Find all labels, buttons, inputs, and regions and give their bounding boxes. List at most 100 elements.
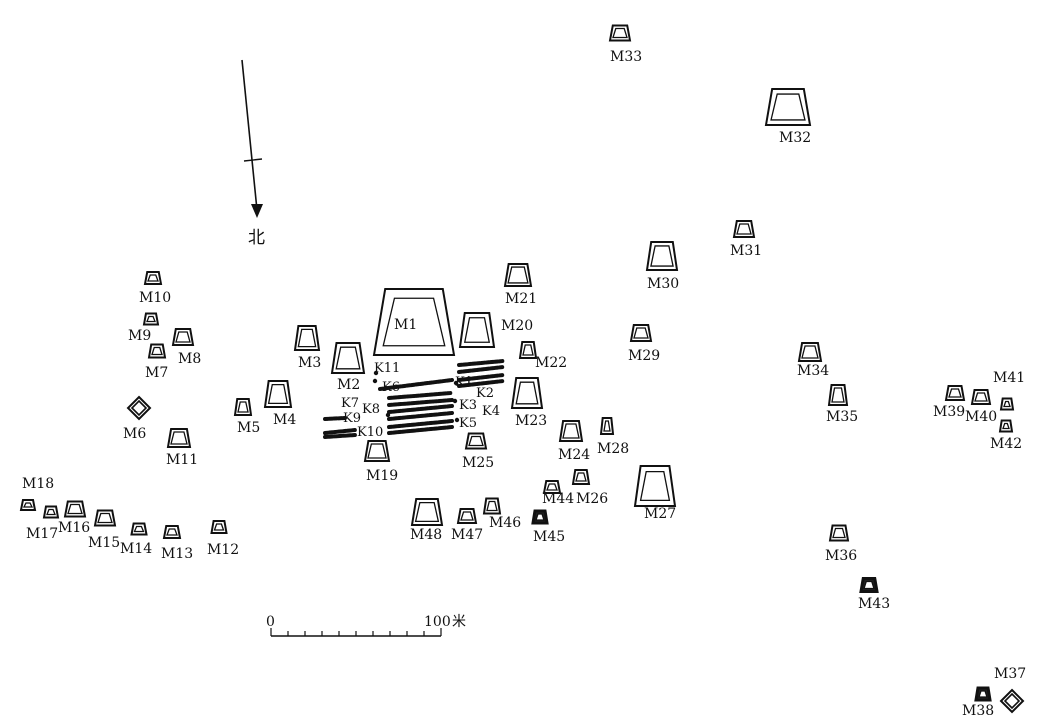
tomb-label-m19: M19 [366, 468, 398, 484]
tomb-label-m10: M10 [139, 290, 171, 306]
tomb-label-m6: M6 [123, 426, 146, 442]
tomb-m19 [363, 440, 391, 462]
tomb-m18 [19, 499, 37, 511]
tomb-m37 [999, 688, 1025, 714]
tomb-m22 [518, 341, 538, 359]
pit-label-k5: K5 [459, 416, 477, 431]
tomb-label-m5: M5 [237, 420, 260, 436]
tomb-m38 [974, 686, 992, 702]
tomb-label-m15: M15 [88, 535, 120, 551]
tomb-m29 [629, 324, 653, 342]
pit-line-k2 [457, 373, 505, 382]
tomb-m17 [42, 505, 60, 519]
tomb-m2 [330, 342, 366, 374]
pit-dot [452, 398, 458, 404]
tomb-m30 [645, 241, 679, 271]
pit-label-k2: K2 [476, 386, 494, 401]
tomb-m27 [633, 465, 677, 507]
tomb-label-m35: M35 [826, 409, 858, 425]
tomb-label-m7: M7 [145, 365, 168, 381]
pit-line-k8e [387, 419, 454, 429]
tomb-m48 [410, 498, 444, 526]
tomb-m13 [162, 525, 182, 539]
tomb-label-m12: M12 [207, 542, 239, 558]
tomb-label-m32: M32 [779, 130, 811, 146]
tomb-label-m16: M16 [58, 520, 90, 536]
tomb-label-m21: M21 [505, 291, 537, 307]
tomb-label-m47: M47 [451, 527, 483, 543]
tomb-m41 [999, 397, 1015, 411]
pit-dot [385, 412, 391, 418]
tomb-m36 [828, 524, 850, 542]
tomb-m16 [63, 500, 87, 518]
tomb-m33 [608, 24, 632, 42]
pit-line-k3 [457, 379, 505, 388]
sacrificial-pits [323, 359, 505, 439]
tomb-label-m20: M20 [501, 318, 533, 334]
tomb-label-m27: M27 [644, 506, 676, 522]
tomb-label-m8: M8 [178, 351, 201, 367]
pit-label-k1: K1 [455, 375, 473, 390]
tomb-m42 [998, 419, 1014, 433]
tomb-label-m23: M23 [515, 413, 547, 429]
scale-unit-label: 米 [452, 614, 466, 630]
tomb-m21 [503, 263, 533, 287]
tomb-label-m26: M26 [576, 491, 608, 507]
tomb-m15 [93, 509, 117, 527]
tomb-label-m3: M3 [298, 355, 321, 371]
tomb-m23 [510, 377, 544, 409]
tomb-label-m9: M9 [128, 328, 151, 344]
tomb-m40 [970, 389, 992, 405]
north-label: 北 [248, 228, 265, 248]
tomb-m1 [372, 288, 456, 356]
tomb-label-m4: M4 [273, 412, 296, 428]
tomb-m26 [571, 469, 591, 485]
pit-label-k3: K3 [459, 398, 477, 413]
tomb-label-m42: M42 [990, 436, 1022, 452]
pit-dot [372, 378, 378, 384]
tomb-m31 [732, 220, 756, 238]
tomb-m44 [542, 480, 562, 494]
tomb-label-m14: M14 [120, 541, 152, 557]
tomb-m47 [456, 508, 478, 524]
tomb-label-m13: M13 [161, 546, 193, 562]
scale-bar: 0 100 米 [266, 614, 466, 637]
tomb-label-m38: M38 [962, 703, 994, 719]
pit-line-k8c [387, 404, 454, 414]
tomb-label-m11: M11 [166, 452, 198, 468]
tomb-label-m22: M22 [535, 355, 567, 371]
tomb-m32 [764, 88, 812, 126]
tomb-m3 [293, 325, 321, 351]
tomb-label-m43: M43 [858, 596, 890, 612]
tomb-m14 [130, 522, 148, 536]
tomb-label-m17: M17 [26, 526, 58, 542]
tomb-m35 [827, 384, 849, 406]
tomb-m34 [797, 342, 823, 362]
tomb-shapes [19, 24, 1025, 714]
pit-line-k8b [387, 398, 454, 407]
tomb-m24 [558, 420, 584, 442]
pit-line-k1 [457, 359, 505, 367]
pit-dot [373, 370, 379, 376]
tomb-m5 [233, 398, 253, 416]
pit-dot [454, 417, 460, 423]
tomb-label-m48: M48 [410, 527, 442, 543]
scale-zero-label: 0 [266, 614, 275, 630]
tomb-m45 [531, 509, 549, 525]
pit-label-k9: K9 [343, 411, 361, 426]
tomb-m7 [147, 343, 167, 359]
tomb-label-m44: M44 [542, 491, 574, 507]
tomb-label-m1: M1 [394, 317, 417, 333]
tomb-label-m18: M18 [22, 476, 54, 492]
tomb-m39 [944, 385, 966, 401]
tomb-m28 [599, 417, 615, 435]
tomb-m20 [458, 312, 496, 348]
pit-dot [453, 380, 459, 386]
tomb-m12 [210, 520, 228, 534]
pit-line-k8 [387, 391, 453, 400]
pit-line-k10 [323, 428, 357, 435]
pit-label-k4: K4 [482, 404, 500, 419]
pit-label-k10: K10 [357, 425, 383, 440]
tomb-m6 [126, 395, 152, 421]
